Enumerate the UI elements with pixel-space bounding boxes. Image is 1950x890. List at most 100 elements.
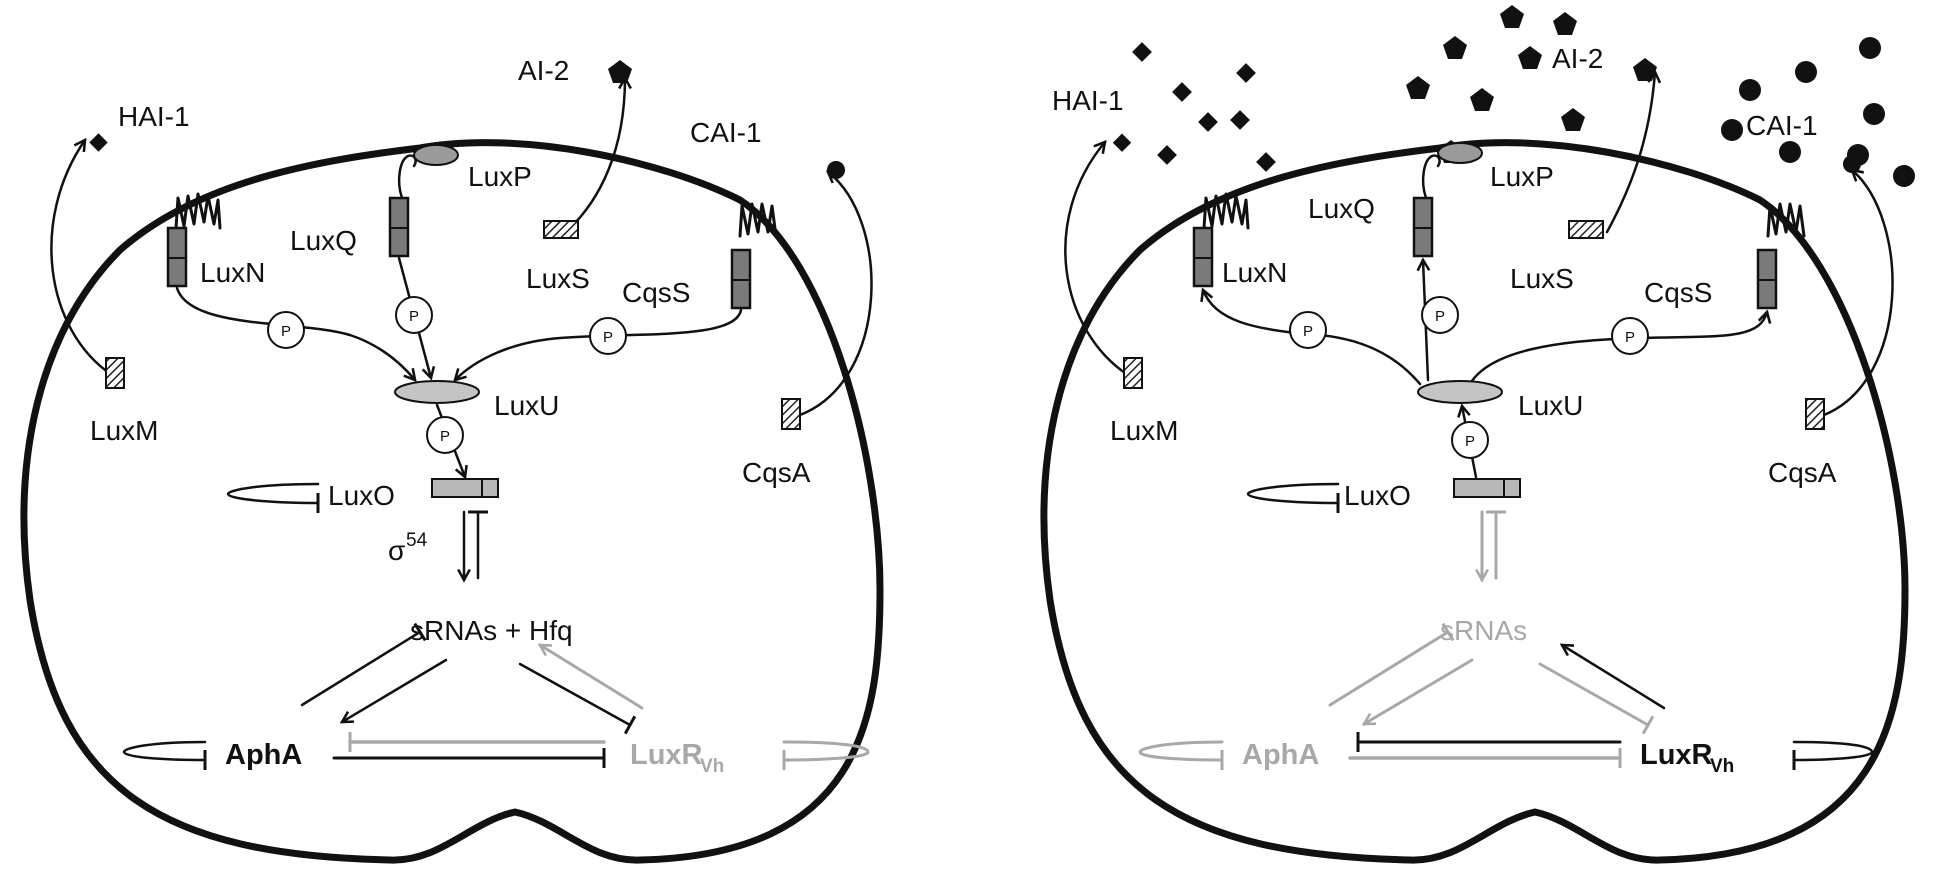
cai1-circle-icon bbox=[827, 161, 845, 179]
left-panel: HAI-1 AI-2 CAI-1 LuxM LuxS CqsA LuxN Lux… bbox=[20, 55, 884, 864]
sigma54-superscript: 54 bbox=[406, 530, 428, 551]
luxm-box bbox=[105, 357, 125, 389]
left-cell-membrane bbox=[20, 139, 884, 864]
hai1-diamond-icon bbox=[1132, 42, 1152, 62]
luxq-phosphate bbox=[1421, 296, 1459, 334]
luxu-phosphate-label: P bbox=[440, 428, 450, 445]
cai1-circle-icon bbox=[1863, 103, 1885, 125]
cqsa-label: CqsA bbox=[1768, 457, 1837, 488]
cqsa-box bbox=[1805, 398, 1825, 430]
luxs-to-ai2-arrow bbox=[1605, 72, 1655, 234]
ai2-label: AI-2 bbox=[518, 55, 569, 86]
apha-autorepression bbox=[122, 740, 207, 771]
hai1-label: HAI-1 bbox=[1052, 85, 1124, 116]
luxn-phosphate-label: P bbox=[281, 323, 291, 340]
luxp-label: LuxP bbox=[468, 161, 532, 192]
cqsa-box bbox=[781, 398, 801, 430]
luxm-label: LuxM bbox=[1110, 415, 1178, 446]
luxs-to-ai2-arrow bbox=[566, 78, 625, 232]
ai2-cloud bbox=[1406, 5, 1657, 163]
cqss-label: CqsS bbox=[1644, 277, 1712, 308]
luxr-subscript: Vh bbox=[700, 756, 724, 777]
cai1-circle-icon bbox=[1893, 165, 1915, 187]
apha-represses-srnas bbox=[1328, 622, 1455, 707]
ai2-pentagon-icon bbox=[1500, 5, 1524, 28]
cqss-to-luxu-arrow bbox=[455, 308, 743, 380]
srnas-repress-luxr bbox=[518, 662, 637, 735]
luxn-label: LuxN bbox=[200, 257, 265, 288]
hai1-diamond-icon bbox=[89, 133, 108, 152]
ai2-pentagon-icon bbox=[1406, 76, 1430, 99]
luxq-phosphate-label: P bbox=[409, 308, 419, 325]
luxr-label: LuxR bbox=[1640, 739, 1713, 771]
luxo-autorepression bbox=[226, 482, 320, 514]
luxo-autorepression bbox=[1246, 482, 1340, 514]
srnas-repress-luxr bbox=[1538, 662, 1655, 735]
luxu-label: LuxU bbox=[1518, 390, 1583, 421]
ai2-pentagon-icon bbox=[1561, 108, 1585, 131]
apha-autorepression bbox=[1138, 740, 1224, 771]
ai2-label: AI-2 bbox=[1552, 43, 1603, 74]
luxo-protein bbox=[1453, 478, 1521, 498]
cqss-phosphate bbox=[589, 317, 627, 355]
right-cell-membrane bbox=[1040, 139, 1909, 864]
luxq-phosphate bbox=[395, 296, 433, 334]
cai1-circle-icon bbox=[1739, 79, 1761, 101]
hai1-diamond-icon bbox=[1112, 133, 1132, 152]
ai2-pentagon-icon bbox=[1553, 12, 1577, 35]
luxn-phosphate bbox=[267, 311, 305, 349]
apha-label: AphA bbox=[1242, 739, 1319, 771]
cqss-phosphate bbox=[1611, 317, 1649, 355]
luxu-label: LuxU bbox=[494, 390, 559, 421]
hai1-diamond-icon bbox=[1172, 82, 1192, 102]
luxs-box bbox=[1568, 220, 1604, 239]
right-panel: HAI-1 AI-2 CAI-1 bbox=[1040, 5, 1915, 864]
cai1-circle-icon bbox=[1795, 61, 1817, 83]
hai1-diamond-icon bbox=[1198, 112, 1218, 132]
ai2-pentagon-icon bbox=[1470, 88, 1494, 111]
luxp-periplasmic-protein bbox=[1437, 142, 1483, 164]
ai2-pentagon-icon bbox=[608, 60, 632, 83]
luxr-autorepression bbox=[782, 740, 870, 771]
luxq-label: LuxQ bbox=[290, 225, 357, 256]
luxq-coil bbox=[1421, 154, 1441, 200]
cai1-circle-icon bbox=[1721, 119, 1743, 141]
luxo-protein bbox=[431, 478, 499, 498]
luxr-activates-srnas bbox=[1562, 645, 1666, 710]
cqsa-label: CqsA bbox=[742, 457, 811, 488]
ai2-pentagon-icon bbox=[1443, 36, 1467, 59]
luxq-coil bbox=[397, 154, 417, 200]
cqss-coil bbox=[738, 202, 778, 238]
luxo-phosphate bbox=[1451, 421, 1489, 459]
luxr-label: LuxR bbox=[630, 739, 703, 771]
ai2-pentagon-icon bbox=[1518, 46, 1542, 69]
srnas-activate-apha bbox=[1364, 658, 1474, 726]
cqss-label: CqsS bbox=[622, 277, 690, 308]
srnas-hfq-label: sRNAs + Hfq bbox=[410, 615, 573, 646]
luxn-phosphate-label: P bbox=[1303, 323, 1313, 340]
luxp-periplasmic-protein bbox=[413, 144, 459, 166]
luxs-box bbox=[543, 220, 579, 239]
cqsa-to-cai1-arrow bbox=[798, 172, 873, 417]
luxn-phosphate bbox=[1289, 311, 1327, 349]
luxm-to-hai1-arrow bbox=[1064, 142, 1130, 377]
cqss-phosphate-label: P bbox=[603, 329, 613, 346]
luxm-to-hai1-arrow bbox=[50, 140, 114, 377]
srnas-activate-apha bbox=[342, 658, 448, 722]
luxr-autorepression bbox=[1792, 740, 1874, 771]
luxm-label: LuxM bbox=[90, 415, 158, 446]
luxq-phosphate-label: P bbox=[1435, 308, 1445, 325]
luxn-label: LuxN bbox=[1222, 257, 1287, 288]
cai1-circle-icon bbox=[1779, 141, 1801, 163]
cqss-coil bbox=[1766, 202, 1806, 238]
luxo-label: LuxO bbox=[1344, 480, 1411, 511]
cai1-circle-icon bbox=[1859, 37, 1881, 59]
luxq-label: LuxQ bbox=[1308, 193, 1375, 224]
hai1-diamond-icon bbox=[1256, 152, 1276, 172]
hai1-cloud bbox=[1112, 42, 1276, 172]
luxu-phosphate bbox=[426, 416, 464, 454]
luxn-coil bbox=[1202, 192, 1250, 230]
luxn-to-luxu-arrow bbox=[175, 286, 415, 380]
hai1-label: HAI-1 bbox=[118, 101, 190, 132]
